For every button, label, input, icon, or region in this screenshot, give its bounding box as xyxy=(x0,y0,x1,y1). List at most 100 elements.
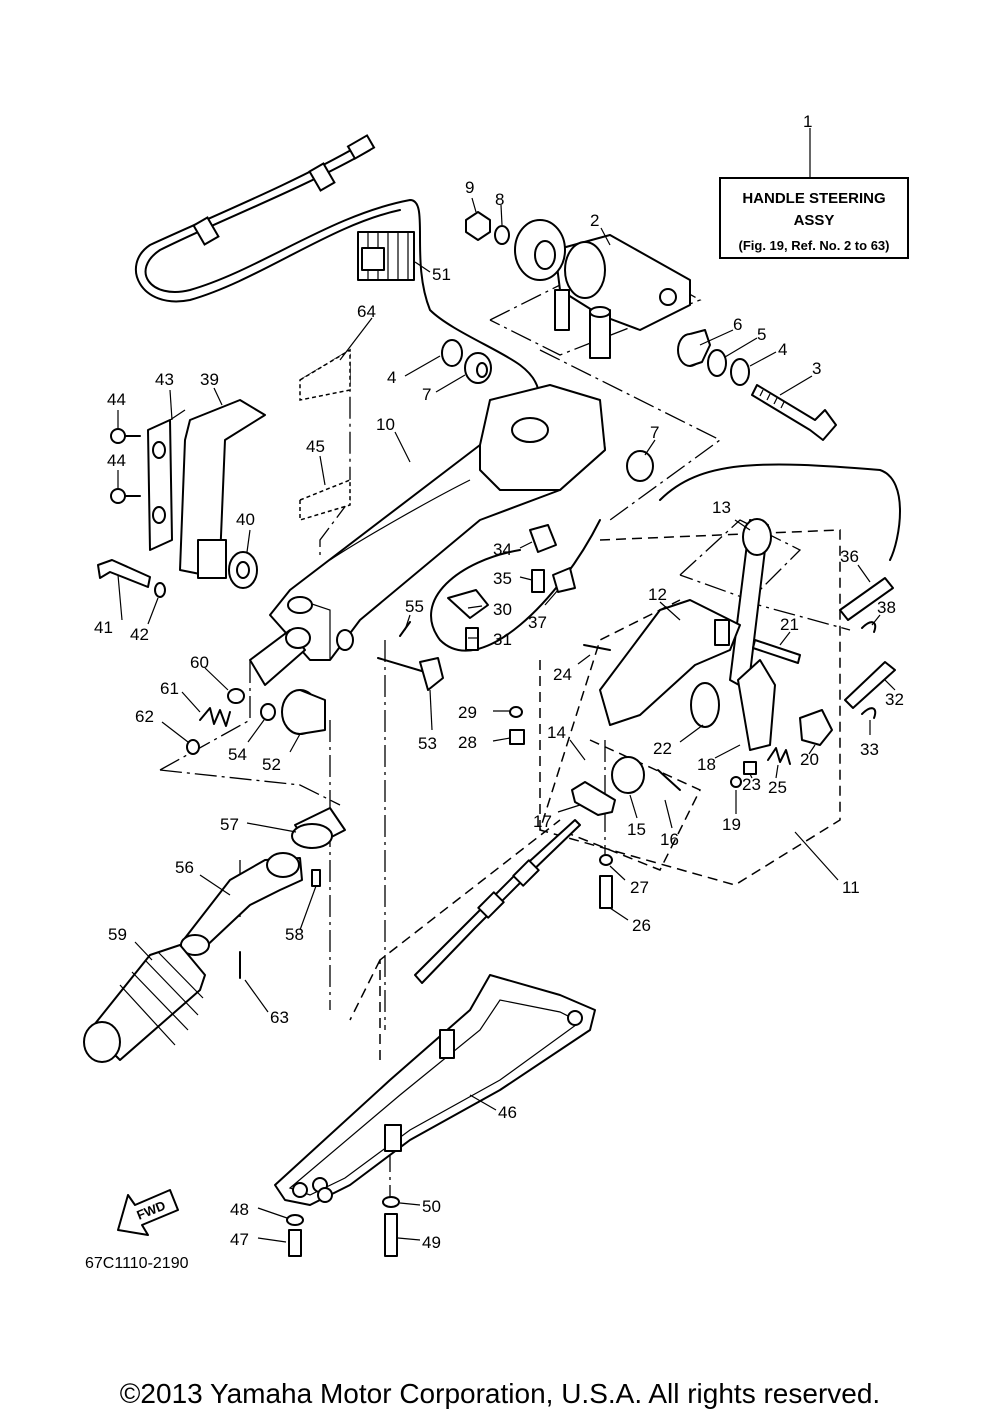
screw-44-bottom[interactable] xyxy=(110,488,141,504)
washer-4-left[interactable] xyxy=(441,339,463,367)
callout-20[interactable]: 20 xyxy=(800,750,819,769)
plate-43[interactable] xyxy=(147,409,186,551)
washer-54[interactable] xyxy=(260,703,276,721)
callout-22[interactable]: 22 xyxy=(653,739,672,758)
switch-20[interactable] xyxy=(799,709,833,746)
callout-36[interactable]: 36 xyxy=(840,547,859,566)
washer-5[interactable] xyxy=(707,349,727,377)
callout-49[interactable]: 49 xyxy=(422,1233,441,1252)
screw-53[interactable] xyxy=(377,657,444,691)
callout-41[interactable]: 41 xyxy=(94,618,113,637)
callout-53[interactable]: 53 xyxy=(418,734,437,753)
bolt-31[interactable] xyxy=(465,627,479,651)
callout-4-left[interactable]: 4 xyxy=(387,368,396,387)
cable-grommet[interactable] xyxy=(357,231,415,281)
callout-37[interactable]: 37 xyxy=(528,613,547,632)
callout-42[interactable]: 42 xyxy=(130,625,149,644)
clip-30[interactable] xyxy=(447,589,489,619)
callout-21[interactable]: 21 xyxy=(780,615,799,634)
nut-9[interactable] xyxy=(465,211,491,241)
callout-4-right[interactable]: 4 xyxy=(778,340,787,359)
steering-handle-body[interactable] xyxy=(269,384,606,661)
clip-34[interactable] xyxy=(529,524,557,553)
washer-48[interactable] xyxy=(286,1214,304,1226)
callout-64[interactable]: 64 xyxy=(357,302,376,321)
steering-bracket[interactable] xyxy=(514,219,691,359)
grip-sleeve-57[interactable] xyxy=(291,807,346,849)
bottom-cover-46[interactable] xyxy=(274,974,596,1206)
washer-50[interactable] xyxy=(382,1196,400,1208)
callout-3[interactable]: 3 xyxy=(812,359,821,378)
callout-45[interactable]: 45 xyxy=(306,437,325,456)
callout-51[interactable]: 51 xyxy=(432,265,451,284)
callout-34[interactable]: 34 xyxy=(493,540,512,559)
bolt-3[interactable] xyxy=(751,384,837,441)
bushing-7-left[interactable] xyxy=(464,352,492,384)
callout-44-bottom[interactable]: 44 xyxy=(107,451,126,470)
screw-44-top[interactable] xyxy=(110,428,141,444)
callout-27[interactable]: 27 xyxy=(630,878,649,897)
collar-52[interactable] xyxy=(281,689,326,735)
callout-8[interactable]: 8 xyxy=(495,190,504,209)
callout-17[interactable]: 17 xyxy=(533,812,552,831)
throttle-grip-56[interactable] xyxy=(180,852,303,956)
bolt-28[interactable] xyxy=(509,729,525,745)
callout-55[interactable]: 55 xyxy=(405,597,424,616)
callout-57[interactable]: 57 xyxy=(220,815,239,834)
callout-16[interactable]: 16 xyxy=(660,830,679,849)
bolt-41[interactable] xyxy=(97,559,151,588)
pin-21[interactable] xyxy=(752,639,801,664)
callout-32[interactable]: 32 xyxy=(885,690,904,709)
callout-18[interactable]: 18 xyxy=(697,755,716,774)
screw-24[interactable] xyxy=(583,644,611,651)
washer-8[interactable] xyxy=(494,225,510,245)
collar-23[interactable] xyxy=(743,761,757,775)
bolt-49[interactable] xyxy=(384,1213,398,1257)
callout-12[interactable]: 12 xyxy=(648,585,667,604)
callout-47[interactable]: 47 xyxy=(230,1230,249,1249)
callout-24[interactable]: 24 xyxy=(553,665,572,684)
spring-25[interactable] xyxy=(767,747,791,765)
assembly-reference-box[interactable]: HANDLE STEERING ASSY (Fig. 19, Ref. No. … xyxy=(719,177,909,259)
cam-22[interactable] xyxy=(690,682,720,728)
callout-40[interactable]: 40 xyxy=(236,510,255,529)
callout-38[interactable]: 38 xyxy=(877,598,896,617)
callout-58[interactable]: 58 xyxy=(285,925,304,944)
screw-58[interactable] xyxy=(311,869,321,887)
callout-29[interactable]: 29 xyxy=(458,703,477,722)
ball-19[interactable] xyxy=(730,776,742,788)
callout-44-top[interactable]: 44 xyxy=(107,390,126,409)
washer-42[interactable] xyxy=(154,582,166,598)
callout-31[interactable]: 31 xyxy=(493,630,512,649)
callout-14[interactable]: 14 xyxy=(547,723,566,742)
callout-35[interactable]: 35 xyxy=(493,569,512,588)
pin-16[interactable] xyxy=(657,769,681,791)
callout-11[interactable]: 11 xyxy=(842,878,860,897)
callout-61[interactable]: 61 xyxy=(160,679,179,698)
callout-5[interactable]: 5 xyxy=(757,325,766,344)
bolt-47[interactable] xyxy=(288,1229,302,1257)
clip-37[interactable] xyxy=(552,567,576,593)
washer-62[interactable] xyxy=(186,739,200,755)
lever-13[interactable] xyxy=(729,518,772,691)
callout-39[interactable]: 39 xyxy=(200,370,219,389)
bracket-12[interactable] xyxy=(599,599,741,726)
plate-18[interactable] xyxy=(737,659,776,751)
cable-end-36[interactable] xyxy=(839,577,894,621)
callout-33[interactable]: 33 xyxy=(860,740,879,759)
callout-52[interactable]: 52 xyxy=(262,755,281,774)
spring-61[interactable] xyxy=(199,707,231,727)
washer-27[interactable] xyxy=(599,854,613,866)
bolt-26[interactable] xyxy=(599,875,613,909)
gear-15[interactable] xyxy=(611,756,645,794)
friction-lever-39[interactable] xyxy=(179,399,266,579)
callout-9[interactable]: 9 xyxy=(465,178,474,197)
callout-6[interactable]: 6 xyxy=(733,315,742,334)
callout-60[interactable]: 60 xyxy=(190,653,209,672)
arm-17[interactable] xyxy=(571,781,616,816)
callout-7-left[interactable]: 7 xyxy=(422,385,431,404)
callout-7-right[interactable]: 7 xyxy=(650,423,659,442)
throttle-grip-59[interactable] xyxy=(83,944,206,1063)
callout-15[interactable]: 15 xyxy=(627,820,646,839)
throttle-shaft-end[interactable] xyxy=(249,627,311,686)
